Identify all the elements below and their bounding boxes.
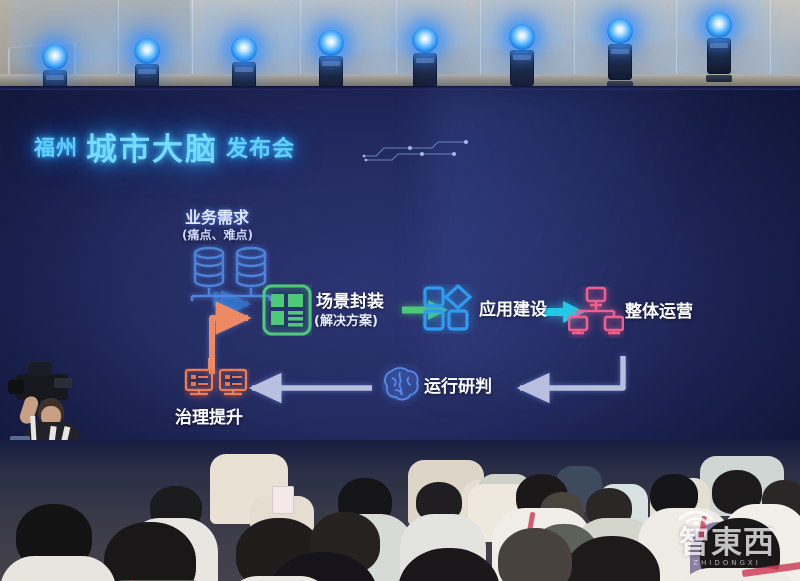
node-overall-operation-label: 整体运营: [625, 302, 693, 322]
brain-icon: [382, 367, 420, 401]
led-screen: [0, 86, 800, 481]
chair-badge: [272, 486, 294, 514]
network-topology-icon: [568, 286, 624, 335]
title-main: 城市大脑: [86, 132, 218, 168]
governance-riser: [208, 358, 215, 370]
audience: [0, 440, 800, 581]
presentation-title: 福州 城市大脑 发布会: [34, 124, 295, 169]
node-application-construction-label: 应用建设: [479, 300, 547, 320]
stage-light-7: [575, 0, 665, 88]
stage-light-6: [477, 0, 567, 94]
title-suffix: 发布会: [226, 136, 296, 162]
dashboard-layout-icon: [262, 284, 312, 336]
node-scenario-packaging-sub: (解决方案): [314, 314, 378, 329]
blocks-diamond-icon: [423, 284, 473, 331]
attendee-body: [224, 576, 334, 581]
node-governance-improvement-label: 治理提升: [175, 408, 243, 428]
node-scenario-packaging-label: 场景封装: [316, 292, 384, 312]
database-stack-icon: [190, 246, 272, 301]
attendee-body: [0, 556, 116, 581]
node-business-demand-label: 业务需求: [185, 208, 250, 227]
title-city: 福州: [34, 135, 78, 160]
circuit-decoration-icon: [362, 140, 468, 162]
arrow-governance-to-scenario: [209, 301, 252, 374]
node-business-demand-sub: (痛点、难点): [182, 228, 253, 242]
city-brain-flow-diagram: 业务需求 (痛点、难点): [0, 86, 800, 481]
dual-monitor-icon: [184, 368, 248, 396]
attendee-head: [498, 528, 572, 581]
attendee-head: [104, 522, 196, 581]
arrow-operation-to-analysis: [516, 356, 626, 404]
node-operation-analysis-label: 运行研判: [424, 377, 492, 397]
flow-arrows: [208, 289, 626, 404]
stage-light-8: [674, 0, 764, 82]
stage-truss: [0, 74, 800, 88]
